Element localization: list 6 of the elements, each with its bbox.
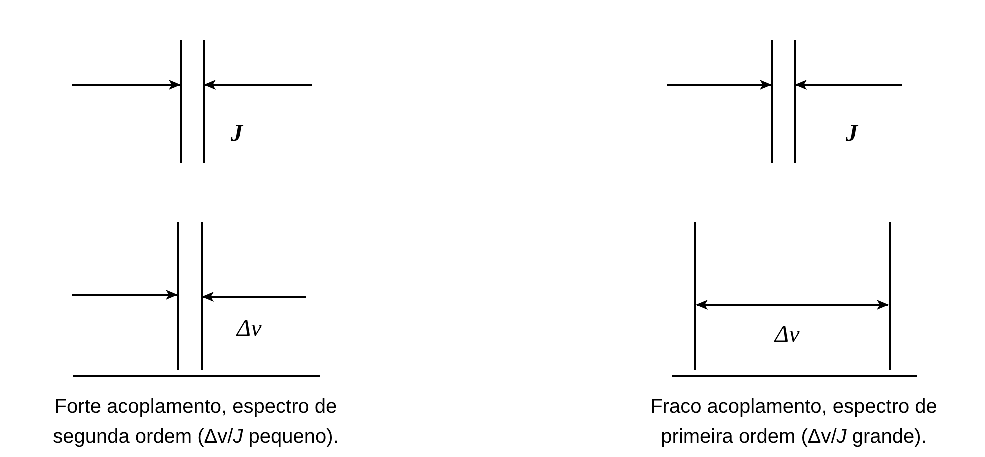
- frequency-difference-label: Δv: [775, 321, 800, 349]
- coupling-constant-label: J: [231, 120, 243, 148]
- caption: Fraco acoplamento, espectro de primeira ordem (Δv/J grande).: [650, 395, 938, 450]
- caption: Forte acoplamento, espectro de segunda ordem (Δv/J pequeno).: [52, 395, 340, 450]
- coupling-constant-label: J: [846, 120, 858, 148]
- frequency-difference-label: Δv: [237, 315, 262, 343]
